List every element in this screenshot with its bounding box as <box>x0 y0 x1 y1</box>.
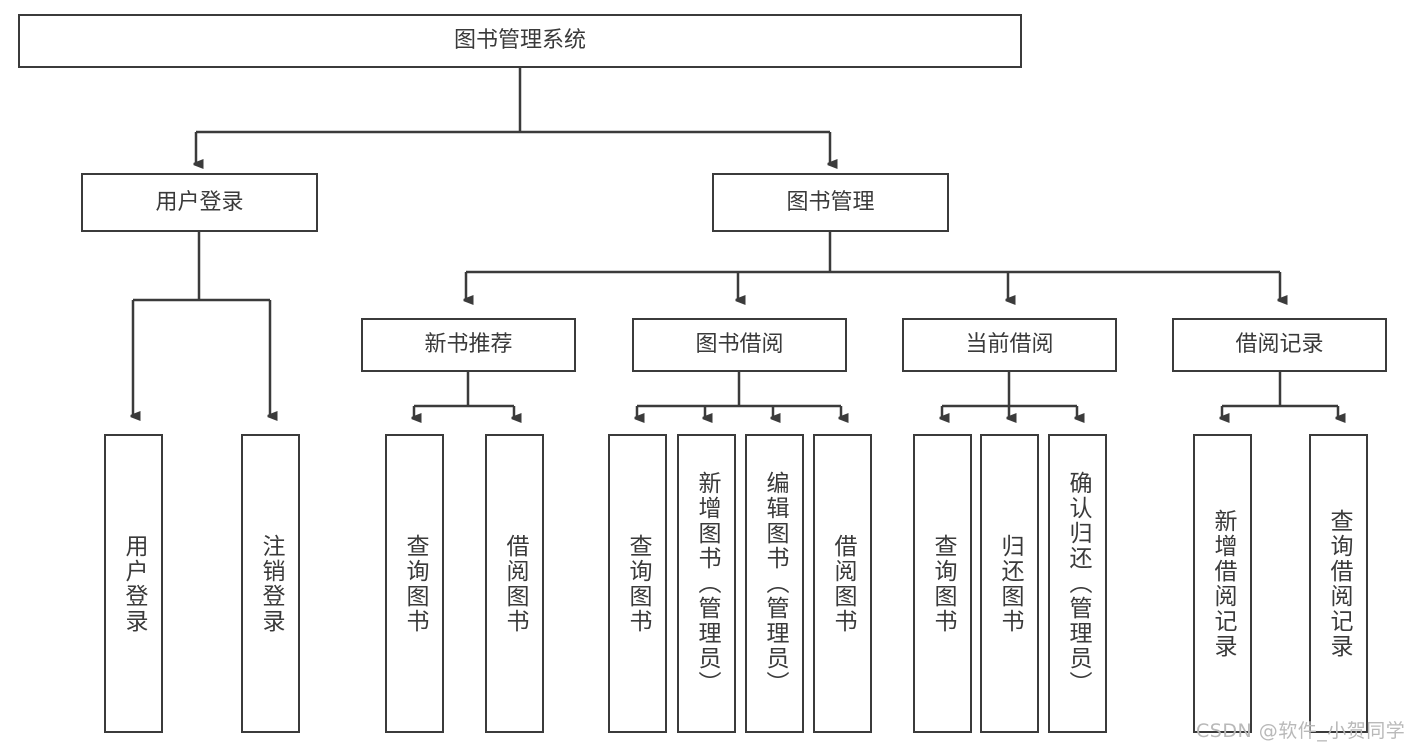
leaf-borrow-books-recommend-label: 借阅图书 <box>502 533 528 634</box>
leaf-user-login-label: 用户登录 <box>121 533 147 634</box>
node-current-borrow-label: 当前借阅 <box>965 332 1054 358</box>
watermark-text: CSDN @软件_小贺同学 <box>1196 720 1405 742</box>
leaf-borrow-books-borrow[interactable]: 借阅图书 <box>813 434 872 733</box>
leaf-add-borrow-record-label: 新增借阅记录 <box>1210 508 1236 659</box>
leaf-add-book-admin-label: 新增图书（管理员） <box>694 471 720 696</box>
leaf-add-book-admin[interactable]: 新增图书（管理员） <box>677 434 736 733</box>
leaf-logout[interactable]: 注销登录 <box>241 434 300 733</box>
node-new-book-recommend[interactable]: 新书推荐 <box>361 318 576 372</box>
leaf-borrow-books-borrow-label: 借阅图书 <box>830 533 856 634</box>
leaf-borrow-books-recommend[interactable]: 借阅图书 <box>485 434 544 733</box>
leaf-query-books-borrow-label: 查询图书 <box>625 533 651 634</box>
leaf-return-books[interactable]: 归还图书 <box>980 434 1039 733</box>
node-user-login[interactable]: 用户登录 <box>81 173 318 232</box>
node-current-borrow[interactable]: 当前借阅 <box>902 318 1117 372</box>
leaf-query-books-current-label: 查询图书 <box>930 533 956 634</box>
leaf-query-borrow-record-label: 查询借阅记录 <box>1326 508 1352 659</box>
node-borrow-records[interactable]: 借阅记录 <box>1172 318 1387 372</box>
leaf-confirm-return-admin-label: 确认归还（管理员） <box>1065 471 1091 696</box>
leaf-return-books-label: 归还图书 <box>997 533 1023 634</box>
node-root-label: 图书管理系统 <box>453 28 586 54</box>
node-root[interactable]: 图书管理系统 <box>18 14 1022 68</box>
leaf-query-books-recommend[interactable]: 查询图书 <box>385 434 444 733</box>
node-borrow-records-label: 借阅记录 <box>1235 332 1324 358</box>
leaf-user-login[interactable]: 用户登录 <box>104 434 163 733</box>
leaf-add-borrow-record[interactable]: 新增借阅记录 <box>1193 434 1252 733</box>
node-book-borrow-label: 图书借阅 <box>695 332 784 358</box>
leaf-edit-book-admin[interactable]: 编辑图书（管理员） <box>745 434 804 733</box>
node-new-book-recommend-label: 新书推荐 <box>424 332 513 358</box>
leaf-logout-label: 注销登录 <box>258 533 284 634</box>
node-book-borrow[interactable]: 图书借阅 <box>632 318 847 372</box>
leaf-query-books-borrow[interactable]: 查询图书 <box>608 434 667 733</box>
node-user-login-label: 用户登录 <box>155 189 244 215</box>
node-book-management-label: 图书管理 <box>786 189 875 215</box>
leaf-confirm-return-admin[interactable]: 确认归还（管理员） <box>1048 434 1107 733</box>
leaf-edit-book-admin-label: 编辑图书（管理员） <box>762 471 788 696</box>
leaf-query-books-recommend-label: 查询图书 <box>402 533 428 634</box>
node-book-management[interactable]: 图书管理 <box>712 173 949 232</box>
leaf-query-borrow-record[interactable]: 查询借阅记录 <box>1309 434 1368 733</box>
leaf-query-books-current[interactable]: 查询图书 <box>913 434 972 733</box>
